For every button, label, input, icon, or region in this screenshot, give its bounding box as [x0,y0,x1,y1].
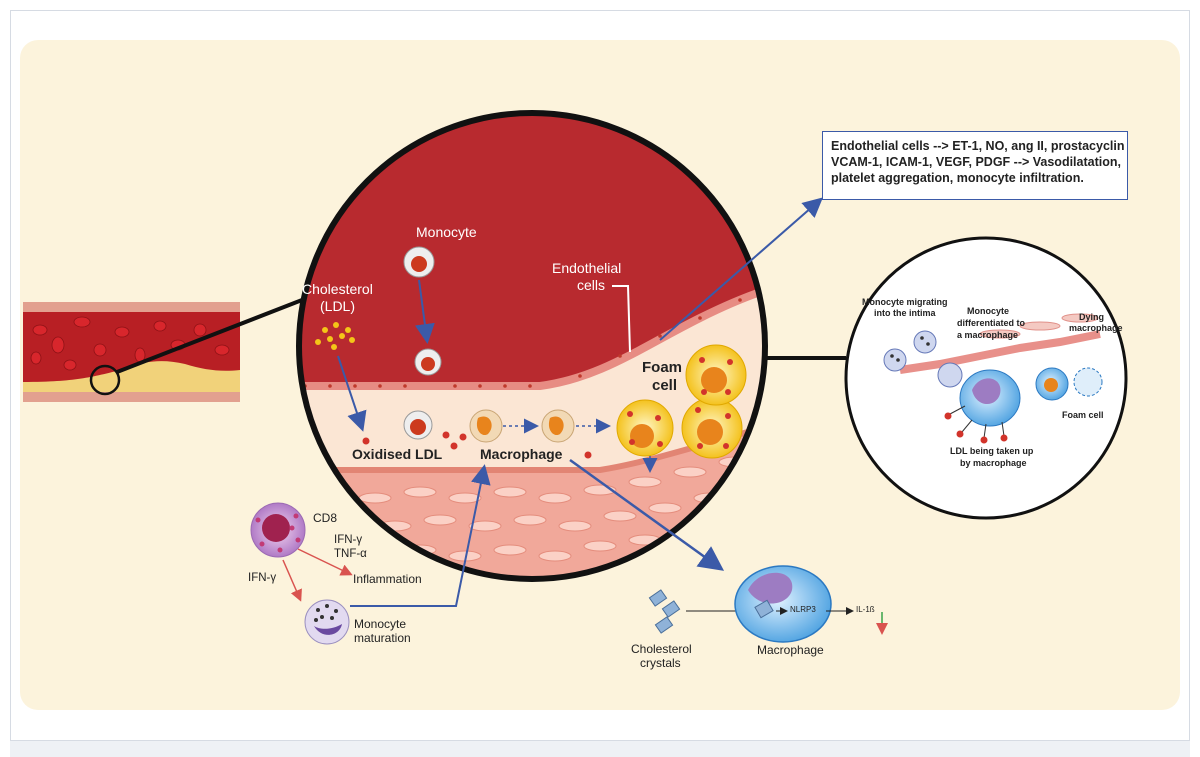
label-endothelial: Endothelial [552,260,622,276]
zoom-line-left [116,298,303,374]
label-monocyte: Monocyte [416,224,477,240]
macrophage-nlrp3 [734,565,832,643]
big-circle-outline [296,110,768,582]
inset-label-differentiated-1: Monocyte [967,306,1010,316]
cd8-cell [250,502,306,558]
label-macrophage-bottom: Macrophage [757,643,824,657]
zoom-ring [89,364,121,396]
label-monocyte-maturation-1: Monocyte [354,617,407,631]
artery-segment [23,302,240,402]
monocyte-maturation-cell [304,599,350,645]
cholesterol-particles [315,322,355,350]
label-oxidised-ldl: Oxidised LDL [352,446,443,462]
label-inflammation: Inflammation [353,572,422,586]
inset-label-differentiated-2: differentiated to [957,318,1026,328]
inset-label-dying-1: Dying [1079,312,1105,322]
label-cholesterol: Cholesterol [302,281,373,297]
inset-label-ldl-uptake-1: LDL being taken up [950,446,1034,456]
inset-label-foam-cell: Foam cell [1062,410,1104,420]
monocyte-adhering [414,348,442,376]
label-cholesterol-crystals-1: Cholesterol [631,642,692,656]
label-nlrp3: NLRP3 [790,605,816,614]
info-line-1: Endothelial cells --> ET-1, NO, ang II, … [831,139,1125,153]
inset-label-migrating-2: into the intima [874,308,936,318]
label-foam: Foam [642,359,683,376]
label-foam-cell: cell [652,377,678,394]
label-ifn-gamma: IFN-γ [334,534,363,546]
endothelial-info-box: Endothelial cells --> ET-1, NO, ang II, … [822,131,1128,200]
bottom-strip [10,740,1190,757]
macrophage-cells [469,409,575,443]
oxidised-ldl-particles [362,431,592,459]
label-ifn-gamma-left: IFN-γ [248,572,277,584]
monocyte-transmigrated [403,410,433,440]
label-il1b: IL-1ß [856,605,875,614]
info-line-2: VCAM-1, ICAM-1, VEGF, PDGF --> Vasodilat… [831,155,1121,169]
label-tnf-alpha: TNF-α [334,548,367,560]
foam-cells [616,344,747,459]
inset-label-dying-2: macrophage [1069,323,1123,333]
info-line-3: platelet aggregation, monocyte infiltrat… [831,171,1084,185]
label-monocyte-maturation-2: maturation [354,631,411,645]
label-ldl: (LDL) [320,298,356,314]
inset-label-differentiated-3: a macrophage [957,330,1019,340]
cholesterol-crystals [648,589,681,634]
label-macrophage: Macrophage [480,446,563,462]
label-cholesterol-crystals-2: crystals [640,656,681,670]
inset-label-ldl-uptake-2: by macrophage [960,458,1027,468]
inset-content [883,313,1103,444]
inset-label-migrating-1: Monocyte migrating [862,297,948,307]
label-endothelial-cells: cells [577,277,606,293]
monocyte-cell [403,246,435,278]
label-cd8: CD8 [313,511,338,525]
